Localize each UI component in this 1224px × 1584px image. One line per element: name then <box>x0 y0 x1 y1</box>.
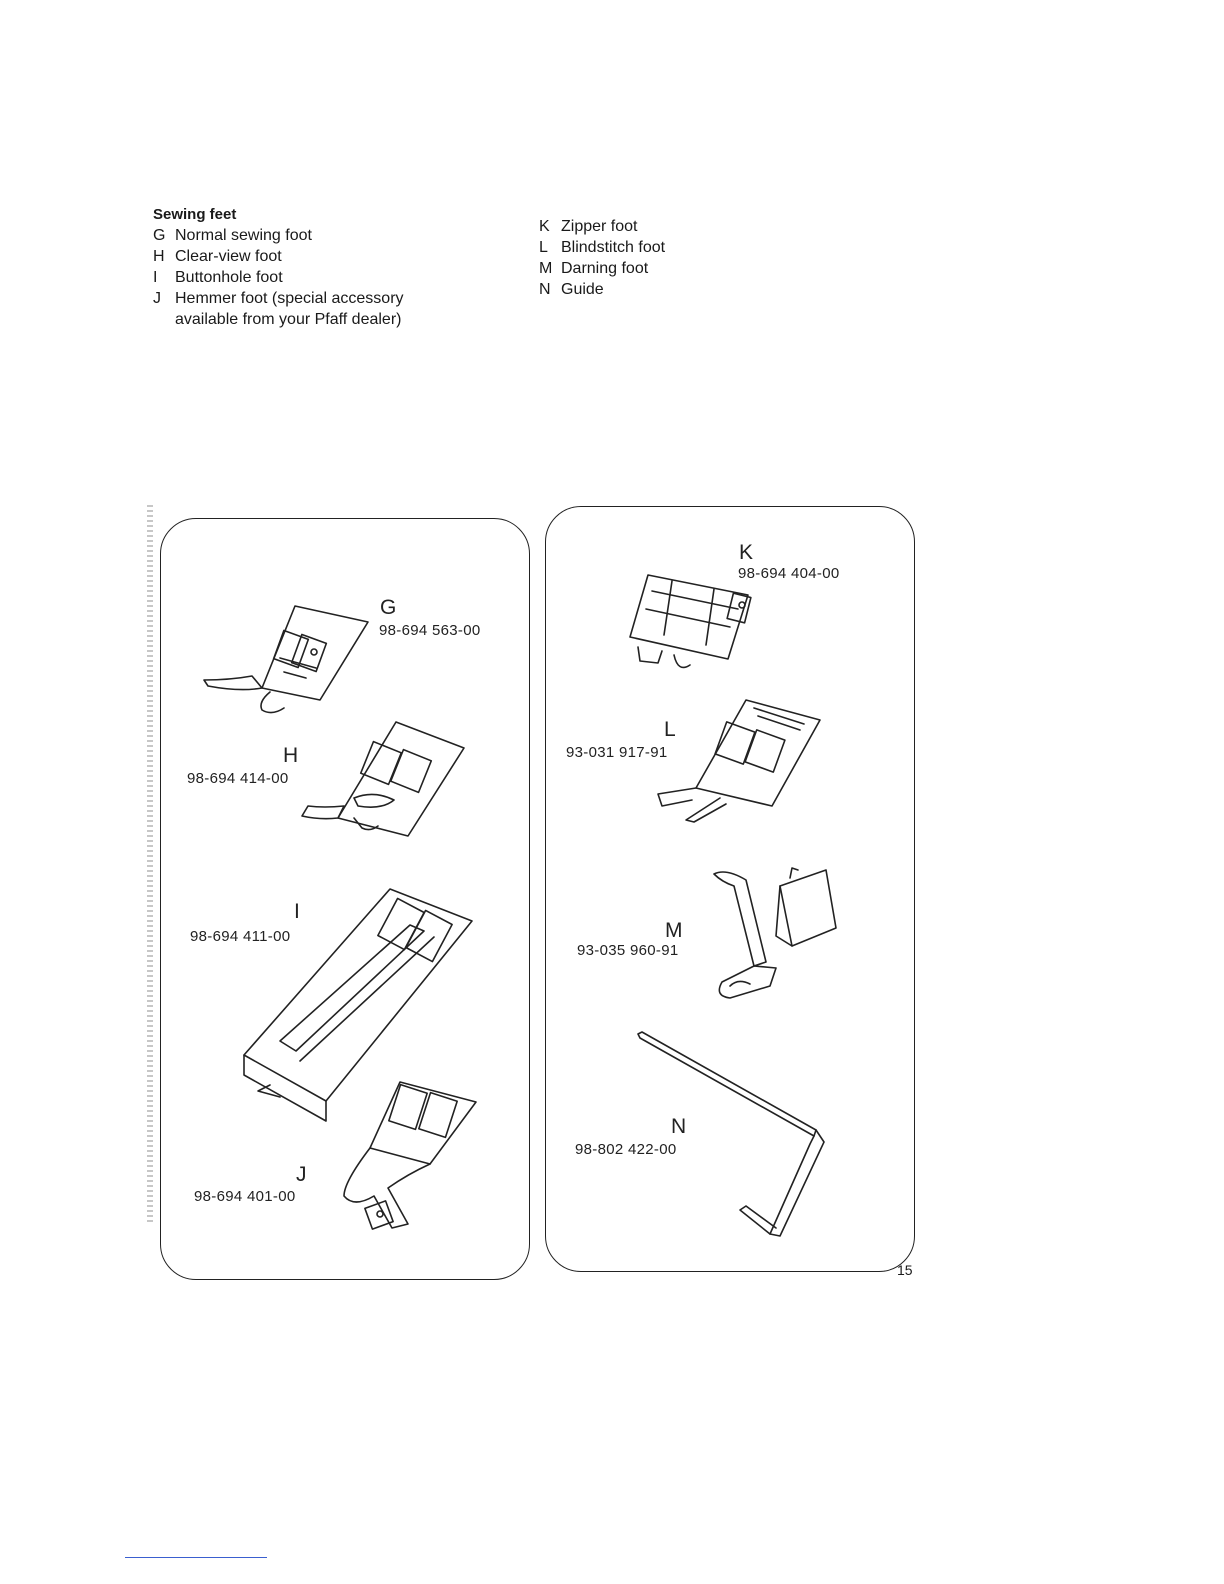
left-feet-panel <box>160 518 530 1280</box>
part-letter-m: M <box>665 919 683 942</box>
part-number-j: 98-694 401-00 <box>194 1188 296 1205</box>
bottom-rule <box>125 1557 267 1558</box>
part-letter-h: H <box>283 744 299 767</box>
guide-icon <box>630 1030 830 1242</box>
part-letter-n: N <box>671 1115 687 1138</box>
hemmer-foot-icon <box>338 1078 480 1238</box>
zipper-foot-icon <box>618 565 770 677</box>
part-number-i: 98-694 411-00 <box>190 928 291 945</box>
normal-sewing-foot-icon <box>200 600 380 718</box>
part-letter-k: K <box>739 541 754 564</box>
part-letter-i: I <box>294 900 300 923</box>
part-number-m: 93-035 960-91 <box>577 942 679 959</box>
part-number-l: 93-031 917-91 <box>566 744 668 761</box>
page-number: 15 <box>897 1262 913 1278</box>
part-letter-l: L <box>664 718 676 741</box>
legend-item-continuation: available from your Pfaff dealer) <box>175 311 402 328</box>
scan-edge-artifact <box>147 505 153 1225</box>
part-number-k: 98-694 404-00 <box>738 565 840 582</box>
darning-foot-icon <box>706 866 842 1004</box>
clear-view-foot-icon <box>298 718 468 842</box>
buttonhole-foot-icon <box>240 885 476 1122</box>
part-letter-j: J <box>296 1163 307 1186</box>
right-feet-panel <box>545 506 915 1272</box>
part-number-n: 98-802 422-00 <box>575 1141 677 1158</box>
part-number-g: 98-694 563-00 <box>379 622 481 639</box>
blindstitch-foot-icon <box>654 696 824 826</box>
section-title: Sewing feet <box>153 206 237 223</box>
part-number-h: 98-694 414-00 <box>187 770 289 787</box>
part-letter-g: G <box>380 596 397 619</box>
